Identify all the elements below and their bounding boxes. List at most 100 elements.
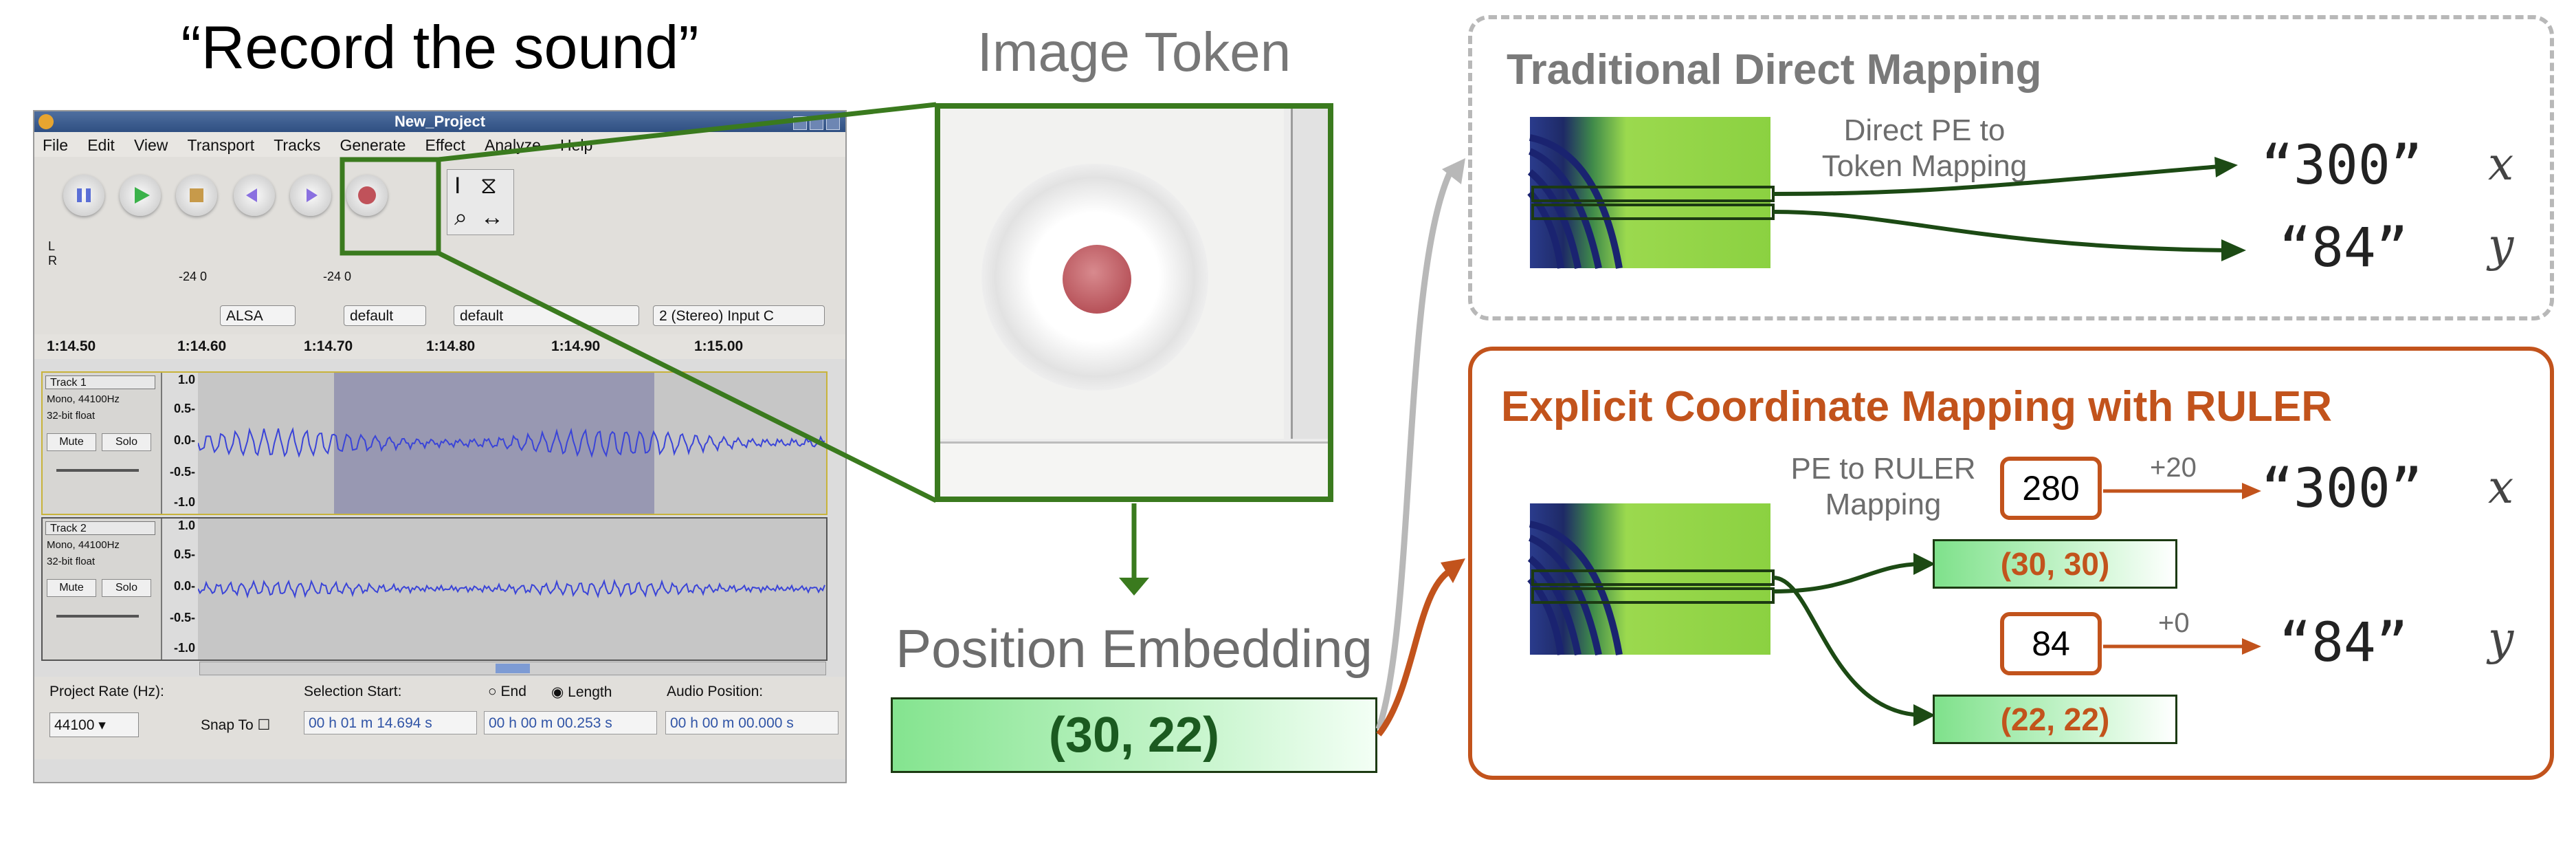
project-rate-select[interactable]: 44100 ▾ <box>49 712 139 737</box>
record-icon <box>358 186 376 204</box>
playback-device-select[interactable]: default <box>344 305 426 326</box>
horizontal-scrollbar[interactable] <box>199 662 826 675</box>
x-delta: +20 <box>2150 453 2197 483</box>
image-token-zoom <box>935 103 1333 502</box>
y-pair-box: (22, 22) <box>1933 695 2177 744</box>
selection-tool-icon[interactable]: I <box>454 173 461 199</box>
pe-heatmap <box>1527 117 1775 270</box>
y-token: “84” <box>2279 612 2408 674</box>
ruler-tick: 1:14.90 <box>551 338 601 354</box>
solo-button[interactable]: Solo <box>102 579 151 597</box>
track-y-axis: 1.0 0.5- 0.0- -0.5- -1.0 <box>162 519 198 660</box>
play-icon <box>135 187 150 204</box>
stop-icon <box>190 188 203 202</box>
ruler-tick: 1:14.60 <box>177 338 227 354</box>
tools-toolbar: I ⧖ ⌕ ↔ <box>447 169 514 235</box>
waveform[interactable] <box>198 519 826 660</box>
menu-view[interactable]: View <box>133 136 168 154</box>
x-token: “300” <box>2261 458 2423 520</box>
ruler-tick: 1:15.00 <box>694 338 744 354</box>
zoomed-toolbar-edge <box>1291 109 1328 439</box>
y-ruler-token: 84 <box>2000 612 2102 675</box>
skip-end-button[interactable] <box>290 175 331 216</box>
stop-button[interactable] <box>176 175 217 216</box>
playback-meter-db: -24 0 <box>179 270 208 283</box>
track-2[interactable]: Track 2 Mono, 44100Hz 32-bit float Mute … <box>41 517 828 661</box>
track-y-axis: 1.0 0.5- 0.0- -0.5- -1.0 <box>162 373 198 514</box>
timeline-ruler[interactable]: 1:14.50 1:14.60 1:14.70 1:14.80 1:14.90 … <box>34 334 845 359</box>
y-token: “84” <box>2279 217 2408 279</box>
track-info-panel: Track 2 Mono, 44100Hz 32-bit float Mute … <box>43 519 162 660</box>
x-label: x <box>2488 138 2514 190</box>
track-depth: 32-bit float <box>47 410 96 422</box>
pe-heatmap <box>1527 503 1775 656</box>
mute-button[interactable]: Mute <box>47 433 96 451</box>
menu-edit[interactable]: Edit <box>87 136 115 154</box>
x-token: “300” <box>2261 135 2423 197</box>
position-embedding-value: (30, 22) <box>891 697 1377 773</box>
y-delta: +0 <box>2158 608 2190 638</box>
skip-end-icon <box>307 188 318 202</box>
menu-file[interactable]: File <box>43 136 69 154</box>
gain-slider[interactable] <box>56 469 139 472</box>
track-info-panel: Track 1 Mono, 44100Hz 32-bit float Mute … <box>43 373 162 514</box>
ruler-tick: 1:14.80 <box>426 338 476 354</box>
track-name-menu[interactable]: Track 2 <box>45 521 155 535</box>
record-meter-db: -24 0 <box>323 270 352 283</box>
window-title: New_Project <box>394 113 486 130</box>
gain-slider[interactable] <box>56 615 139 618</box>
mute-button[interactable]: Mute <box>47 579 96 597</box>
end-radio[interactable]: ○ End <box>488 684 526 699</box>
record-button[interactable] <box>346 175 388 216</box>
zoom-tool-icon[interactable]: ⌕ <box>454 204 468 230</box>
selection-start-label: Selection Start: <box>304 684 402 699</box>
menu-tracks[interactable]: Tracks <box>274 136 321 154</box>
menu-bar: File Edit View Transport Tracks Generate… <box>34 132 845 157</box>
record-icon <box>1063 245 1131 314</box>
x-ruler-token: 280 <box>2000 457 2102 520</box>
track-name-menu[interactable]: Track 1 <box>45 375 155 389</box>
pause-button[interactable] <box>63 175 104 216</box>
track-format: Mono, 44100Hz <box>47 539 120 551</box>
menu-generate[interactable]: Generate <box>340 136 406 154</box>
channels-select[interactable]: 2 (Stereo) Input C <box>653 305 825 326</box>
project-rate-label: Project Rate (Hz): <box>49 684 164 699</box>
audio-host-select[interactable]: ALSA <box>220 305 296 326</box>
x-label: x <box>2488 461 2514 514</box>
pause-icon <box>77 188 91 202</box>
skip-start-button[interactable] <box>234 175 275 216</box>
menu-transport[interactable]: Transport <box>187 136 255 154</box>
y-label: y <box>2488 612 2514 665</box>
traditional-mapping-panel <box>1468 15 2554 320</box>
ruler-title: Explicit Coordinate Mapping with RULER <box>1501 383 2332 431</box>
solo-button[interactable]: Solo <box>102 433 151 451</box>
audio-position-field[interactable]: 00 h 00 m 00.000 s <box>665 711 839 734</box>
x-pair-box: (30, 30) <box>1933 539 2177 589</box>
length-radio[interactable]: ◉ Length <box>551 684 612 700</box>
envelope-tool-icon[interactable]: ⧖ <box>480 173 497 199</box>
audio-position-label: Audio Position: <box>667 684 764 699</box>
length-field[interactable]: 00 h 00 m 00.253 s <box>484 711 657 734</box>
track-format: Mono, 44100Hz <box>47 393 120 405</box>
snap-to-checkbox[interactable]: Snap To ☐ <box>201 717 271 733</box>
app-icon <box>38 114 54 129</box>
selection-start-field[interactable]: 00 h 01 m 14.694 s <box>304 711 477 734</box>
image-token-title: Image Token <box>977 21 1291 83</box>
menu-effect[interactable]: Effect <box>425 136 465 154</box>
y-label: y <box>2488 219 2514 272</box>
instruction-text: “Record the sound” <box>181 13 699 81</box>
ruler-tick: 1:14.50 <box>47 338 96 354</box>
play-button[interactable] <box>120 175 161 216</box>
skip-start-icon <box>246 188 257 202</box>
zoomed-meter-area <box>940 442 1328 497</box>
timeshift-tool-icon[interactable]: ↔ <box>480 204 504 230</box>
traditional-title: Traditional Direct Mapping <box>1507 46 2042 94</box>
position-embedding-title: Position Embedding <box>896 618 1373 679</box>
